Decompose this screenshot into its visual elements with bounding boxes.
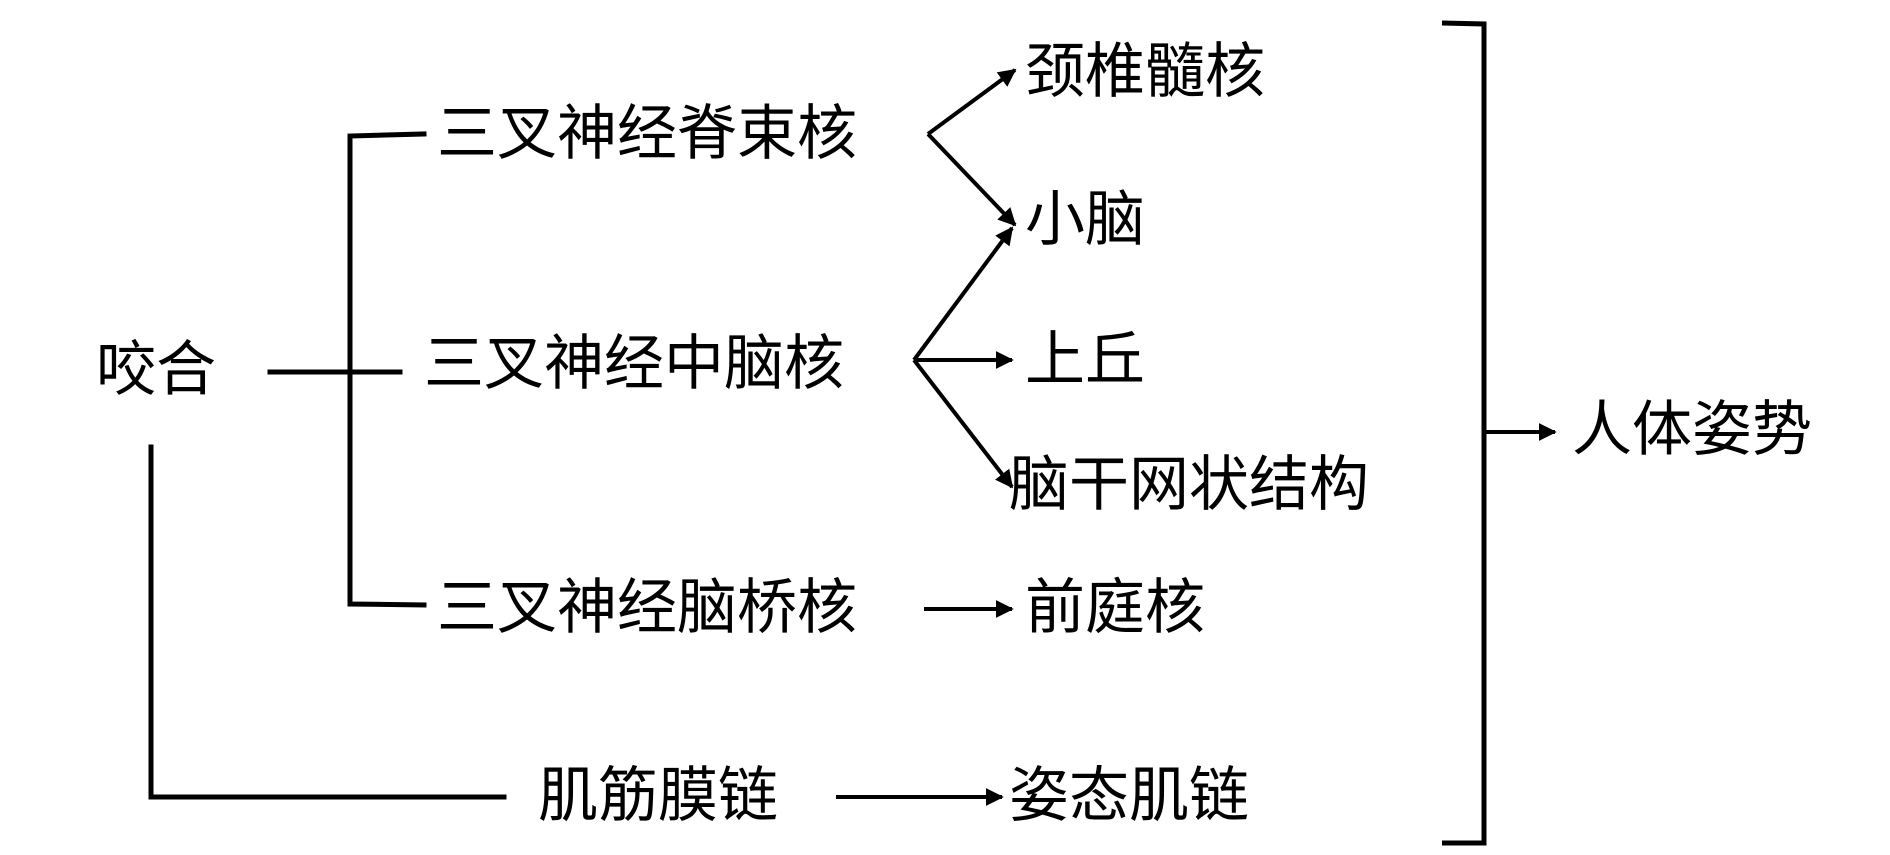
- arrow-midbrain-to-cerebellum: [912, 226, 1014, 362]
- target-cerebellum-label: 小脑: [1025, 185, 1145, 255]
- fascia-chain-label: 肌筋膜链: [538, 761, 778, 831]
- nuclei-bracket: [347, 131, 427, 608]
- source-occlusion-label: 咬合: [96, 335, 216, 405]
- target-cervical-nucleus-label: 颈椎髓核: [1025, 37, 1265, 107]
- nucleus-mesencephalic-trigeminal-label: 三叉神经中脑核: [424, 329, 844, 399]
- result-body-posture-label: 人体姿势: [1572, 395, 1812, 465]
- arrow-spinal-to-cervical: [926, 68, 1017, 136]
- arrow-spinal-to-cerebellum: [926, 132, 1017, 227]
- arrow-midbrain-to-reticular: [912, 358, 1014, 489]
- target-brainstem-reticular-label: 脑干网状结构: [1009, 450, 1369, 520]
- fascia-connector: [148, 444, 507, 800]
- nucleus-pontine-trigeminal-label: 三叉神经脑桥核: [437, 573, 857, 643]
- target-vestibular-nucleus-label: 前庭核: [1025, 573, 1205, 643]
- targets-bracket: [1441, 20, 1487, 846]
- nucleus-spinal-trigeminal-label: 三叉神经脊束核: [437, 99, 857, 169]
- target-postural-muscle-chain-label: 姿态肌链: [1009, 761, 1249, 831]
- target-superior-colliculus-label: 上丘: [1025, 325, 1145, 395]
